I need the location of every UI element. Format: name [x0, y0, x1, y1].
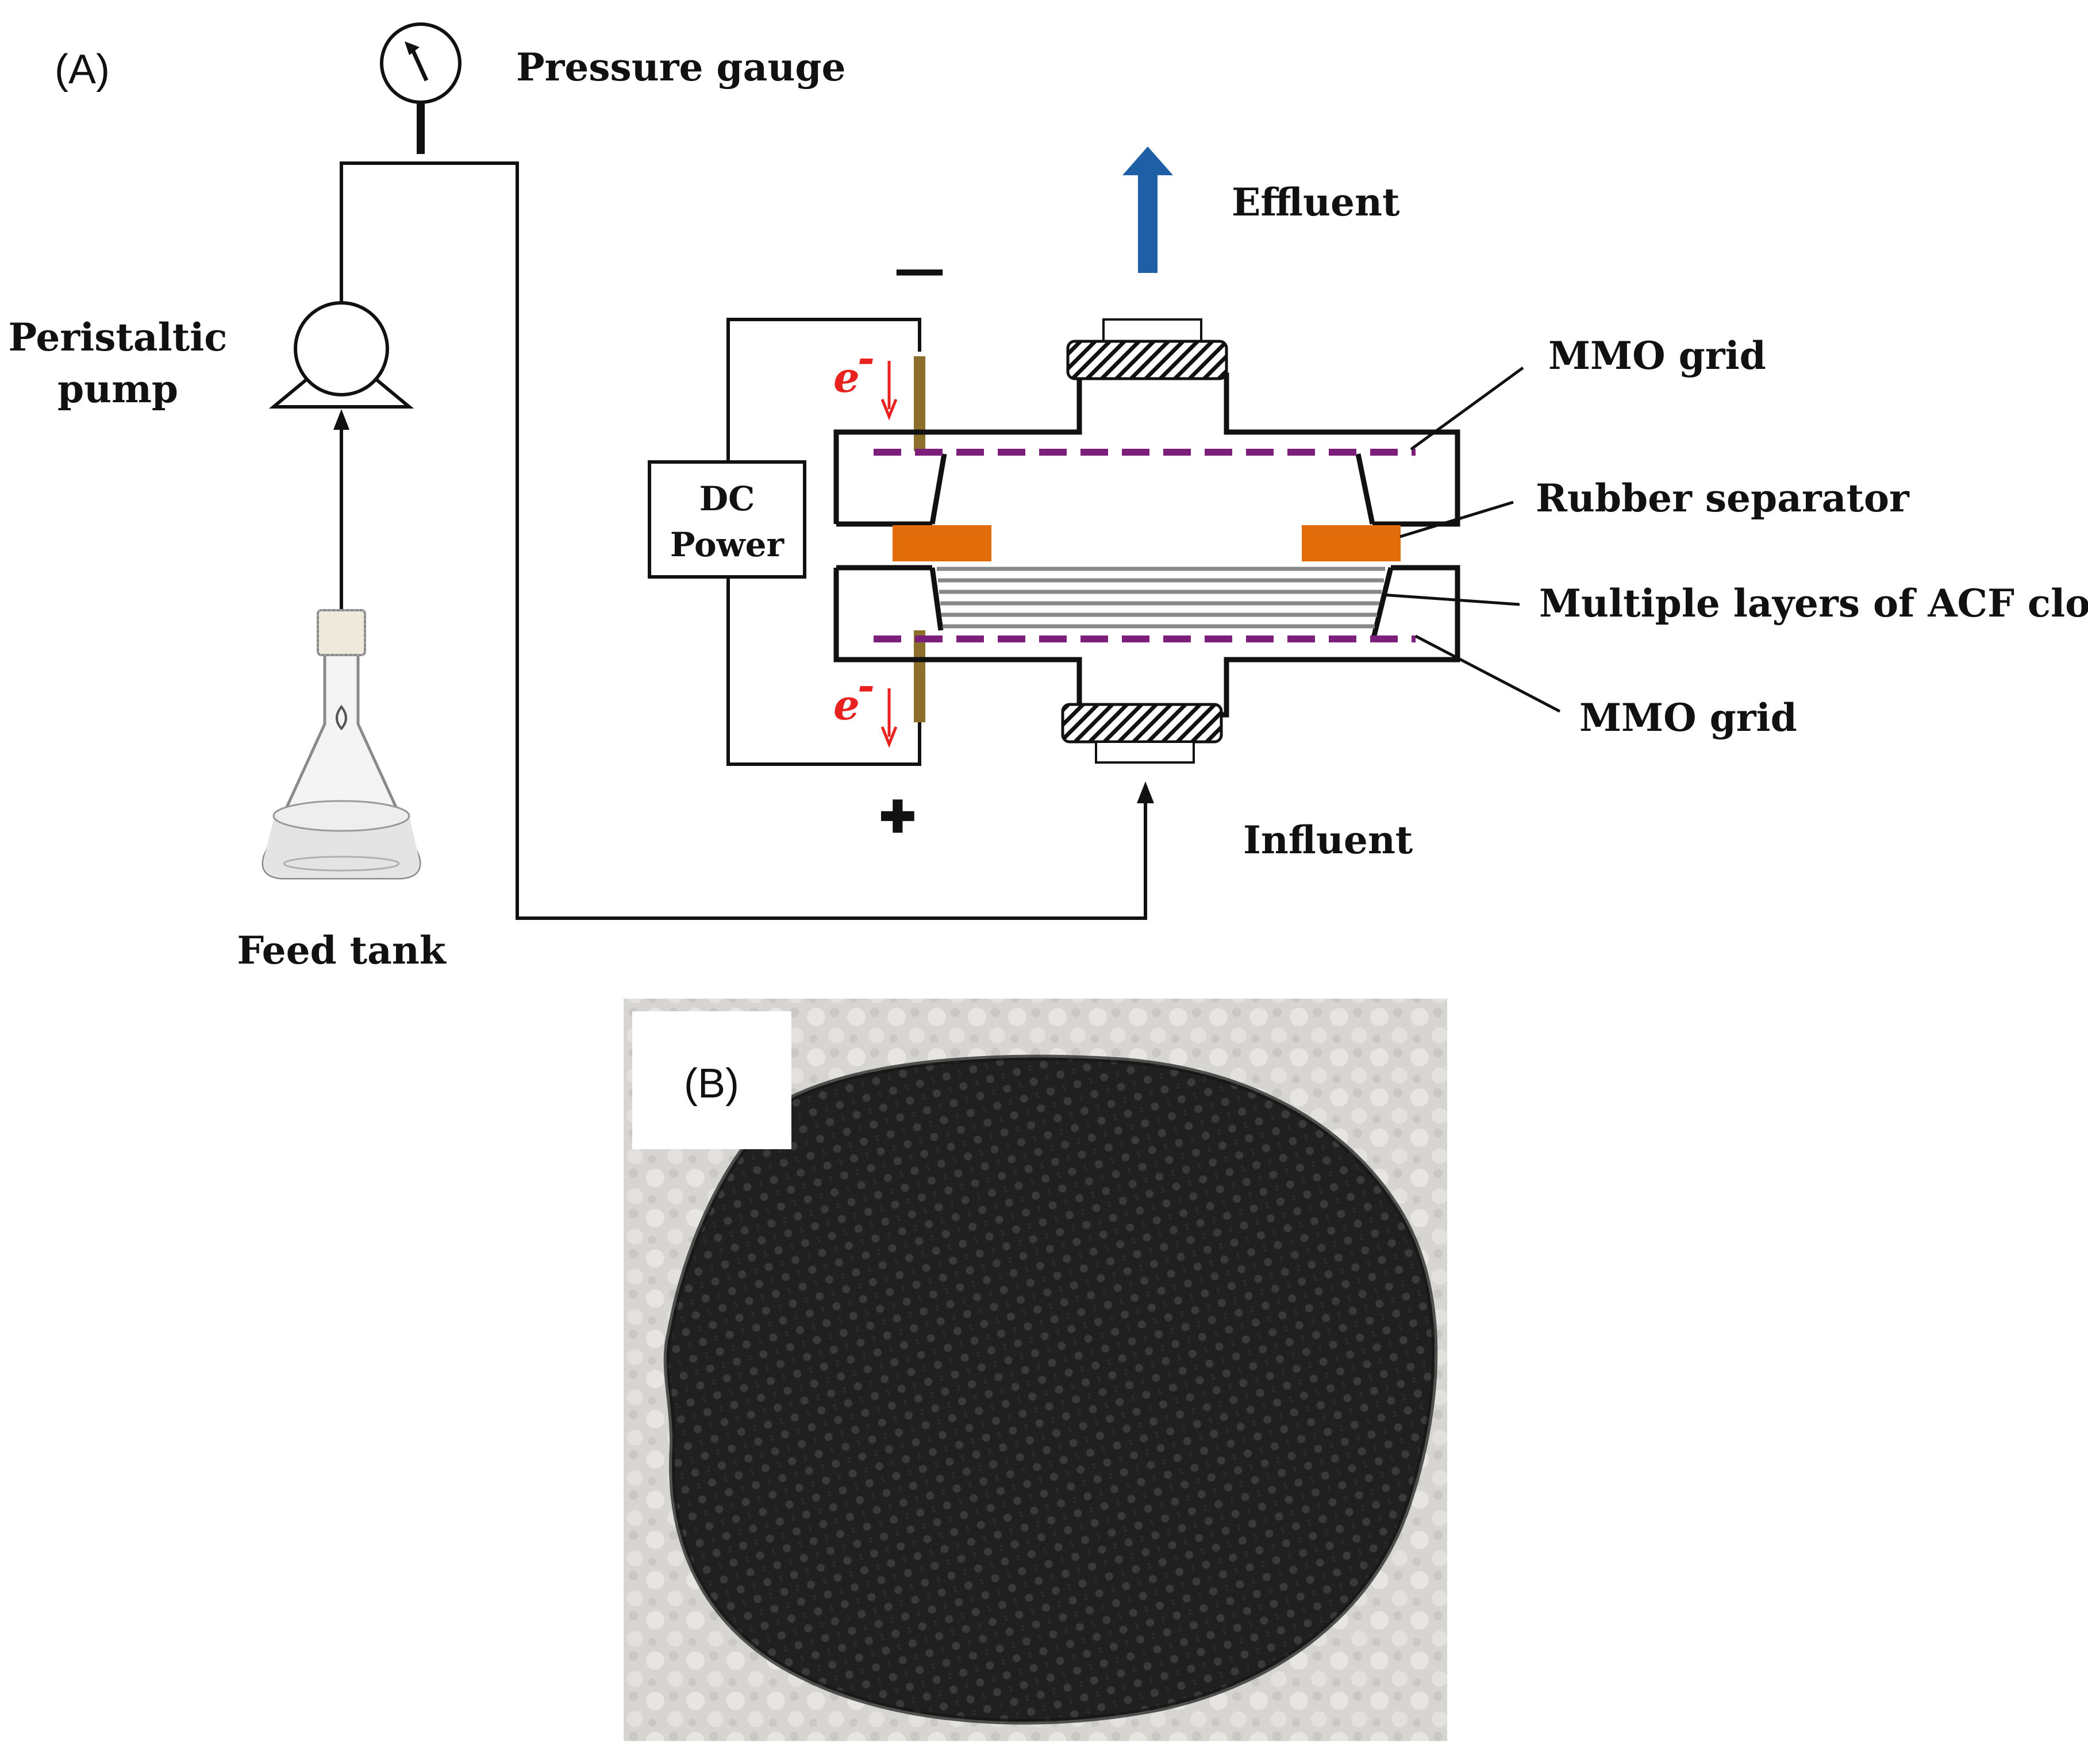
acf-cloth-label: Multiple layers of ACF cloth	[1539, 581, 2088, 626]
feed-tank-label: Feed tank	[237, 928, 447, 973]
anode-rod	[914, 630, 925, 722]
peristaltic-pump-icon	[268, 301, 414, 409]
reactor-bottom-housing	[833, 565, 1460, 718]
electron-flow-top: e -	[833, 333, 898, 421]
svg-text:DC: DC	[699, 479, 755, 518]
influent-arrow	[1137, 781, 1154, 803]
acf-cloth-layers	[937, 567, 1385, 629]
panel-b-label: (B)	[684, 1061, 739, 1107]
electron-flow-bottom: e -	[833, 661, 898, 748]
top-fitting	[1066, 318, 1228, 380]
dc-power-box: DC Power	[648, 460, 806, 579]
erlenmeyer-flask-icon	[262, 609, 421, 880]
rubber-separator-left	[893, 525, 991, 561]
svg-text:-: -	[857, 333, 875, 382]
pressure-gauge-label: Pressure gauge	[516, 45, 845, 90]
svg-text:e: e	[833, 353, 860, 402]
cathode-rod	[914, 356, 925, 451]
acf-photo: (B)	[624, 999, 1447, 1741]
panel-b-label-box	[632, 1011, 791, 1149]
effluent-label: Effluent	[1232, 180, 1400, 225]
dc-circuit-wires	[726, 318, 921, 766]
peristaltic-pump-label-line2: pump	[57, 367, 178, 411]
influent-label: Influent	[1243, 818, 1413, 862]
acf-disc	[666, 1057, 1435, 1722]
rubber-separator-right	[1302, 525, 1401, 561]
mmo-grid-top-label: MMO grid	[1548, 333, 1766, 378]
tubing	[340, 161, 1147, 920]
bottom-fitting	[1061, 703, 1223, 764]
leader-lines	[1382, 366, 1561, 713]
up-arrow-icon	[1122, 147, 1173, 273]
panel-a-label: (A)	[55, 47, 110, 93]
mmo-grid-bottom-label: MMO grid	[1579, 695, 1797, 740]
rubber-separator-label: Rubber separator	[1536, 476, 1910, 521]
minus-sign: —	[894, 238, 945, 299]
gauge-icon	[380, 22, 462, 154]
svg-text:Power: Power	[670, 525, 785, 564]
svg-text:e: e	[833, 680, 860, 729]
plus-sign: ✚	[879, 791, 916, 842]
peristaltic-pump-label-line1: Peristaltic	[9, 315, 228, 360]
svg-text:-: -	[857, 661, 875, 710]
